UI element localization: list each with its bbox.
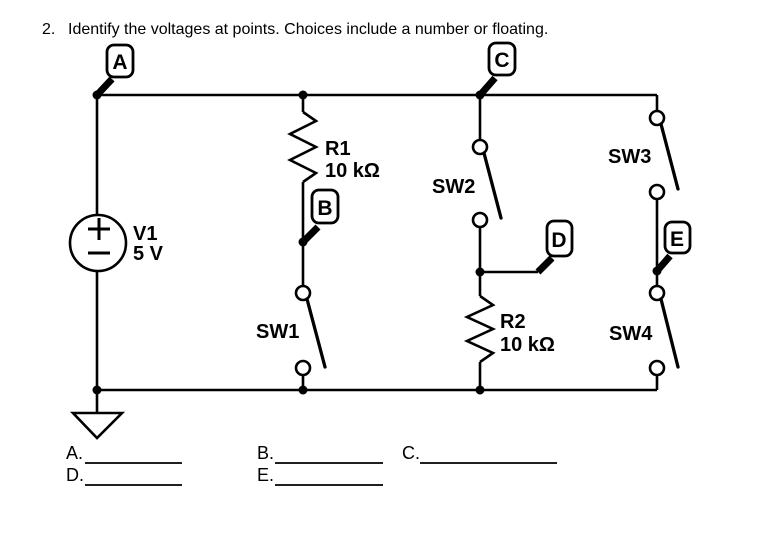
resistor-r1-value: 10 kΩ bbox=[325, 160, 380, 182]
switch-sw4-label: SW4 bbox=[609, 323, 653, 345]
junction-dot-d bbox=[475, 267, 485, 277]
branch-sw2-r2: SW2 R2 10 kΩ bbox=[432, 95, 555, 390]
sw4-top-terminal bbox=[648, 284, 666, 302]
resistor-r1 bbox=[287, 110, 319, 184]
callout-c-box bbox=[487, 41, 517, 77]
switch-sw3-label: SW3 bbox=[608, 146, 651, 168]
callout-b-box bbox=[310, 188, 340, 225]
answer-e-label: E. bbox=[257, 465, 274, 485]
sw1-bottom-terminal bbox=[294, 359, 312, 377]
callout-c-tail bbox=[478, 75, 498, 97]
branch-sw3-sw4: SW3 SW4 bbox=[608, 95, 680, 390]
question-number: 2. bbox=[42, 21, 55, 38]
answer-row-a: A. bbox=[66, 443, 182, 464]
callout-e-box bbox=[663, 220, 692, 255]
point-callout-b: B bbox=[300, 188, 340, 245]
junction-dot-top-r1 bbox=[298, 90, 308, 100]
answer-row-d: D. bbox=[66, 465, 182, 486]
answer-a-label: A. bbox=[66, 443, 83, 463]
answer-c-label: C. bbox=[402, 443, 420, 463]
sw3-bottom-terminal bbox=[648, 183, 666, 201]
junction-dot-bottom-sw1 bbox=[298, 385, 308, 395]
point-callout-e: E bbox=[654, 220, 692, 274]
point-e-label: E bbox=[670, 228, 684, 251]
point-c-label: C bbox=[494, 49, 509, 72]
point-b-label: B bbox=[317, 197, 332, 220]
question-text: Identify the voltages at points. Choices… bbox=[68, 21, 548, 38]
callout-b-tail bbox=[300, 224, 321, 245]
point-callout-a: A bbox=[94, 43, 135, 98]
resistor-r2-value: 10 kΩ bbox=[500, 334, 555, 356]
point-a-label: A bbox=[112, 51, 127, 74]
point-callout-c: C bbox=[478, 41, 517, 97]
callout-d-box bbox=[545, 219, 574, 258]
callout-a-box bbox=[105, 43, 135, 79]
switch-sw1-label: SW1 bbox=[256, 321, 299, 343]
sw3-blade bbox=[659, 122, 680, 191]
answer-row-c: C. bbox=[402, 443, 557, 464]
voltage-source-v1: V1 5 V bbox=[68, 213, 164, 273]
point-d-label: D bbox=[551, 229, 566, 252]
switch-sw2-label: SW2 bbox=[432, 176, 475, 198]
branch-r1-sw1: R1 10 kΩ SW1 bbox=[256, 95, 380, 390]
sw4-bottom-terminal bbox=[648, 359, 666, 377]
junction-dot-bottom-r2 bbox=[475, 385, 485, 395]
sw1-top-terminal bbox=[294, 284, 312, 302]
answer-row-b: B. bbox=[257, 443, 383, 464]
resistor-r2-name: R2 bbox=[500, 311, 526, 333]
callout-d-tail bbox=[535, 255, 555, 275]
sw2-top-terminal bbox=[471, 138, 489, 156]
sw2-bottom-terminal bbox=[471, 211, 489, 229]
plus-sign bbox=[88, 218, 110, 240]
sw3-top-terminal bbox=[648, 109, 666, 127]
source-circle bbox=[68, 213, 128, 273]
answer-d-label: D. bbox=[66, 465, 84, 485]
ground-symbol bbox=[69, 390, 126, 440]
source-value: 5 V bbox=[133, 243, 164, 265]
sw2-blade bbox=[482, 151, 503, 220]
answer-b-label: B. bbox=[257, 443, 274, 463]
junction-dot-ground bbox=[92, 385, 102, 395]
source-name: V1 bbox=[133, 223, 157, 245]
answer-row-e: E. bbox=[257, 465, 383, 486]
resistor-r2 bbox=[463, 294, 497, 364]
resistor-r1-name: R1 bbox=[325, 138, 351, 160]
callout-a-tail bbox=[94, 76, 115, 98]
point-callout-d: D bbox=[535, 219, 574, 275]
ground-triangle bbox=[69, 411, 126, 440]
sw1-blade bbox=[305, 297, 327, 369]
sw4-blade bbox=[659, 297, 680, 369]
callout-e-tail bbox=[654, 253, 673, 274]
